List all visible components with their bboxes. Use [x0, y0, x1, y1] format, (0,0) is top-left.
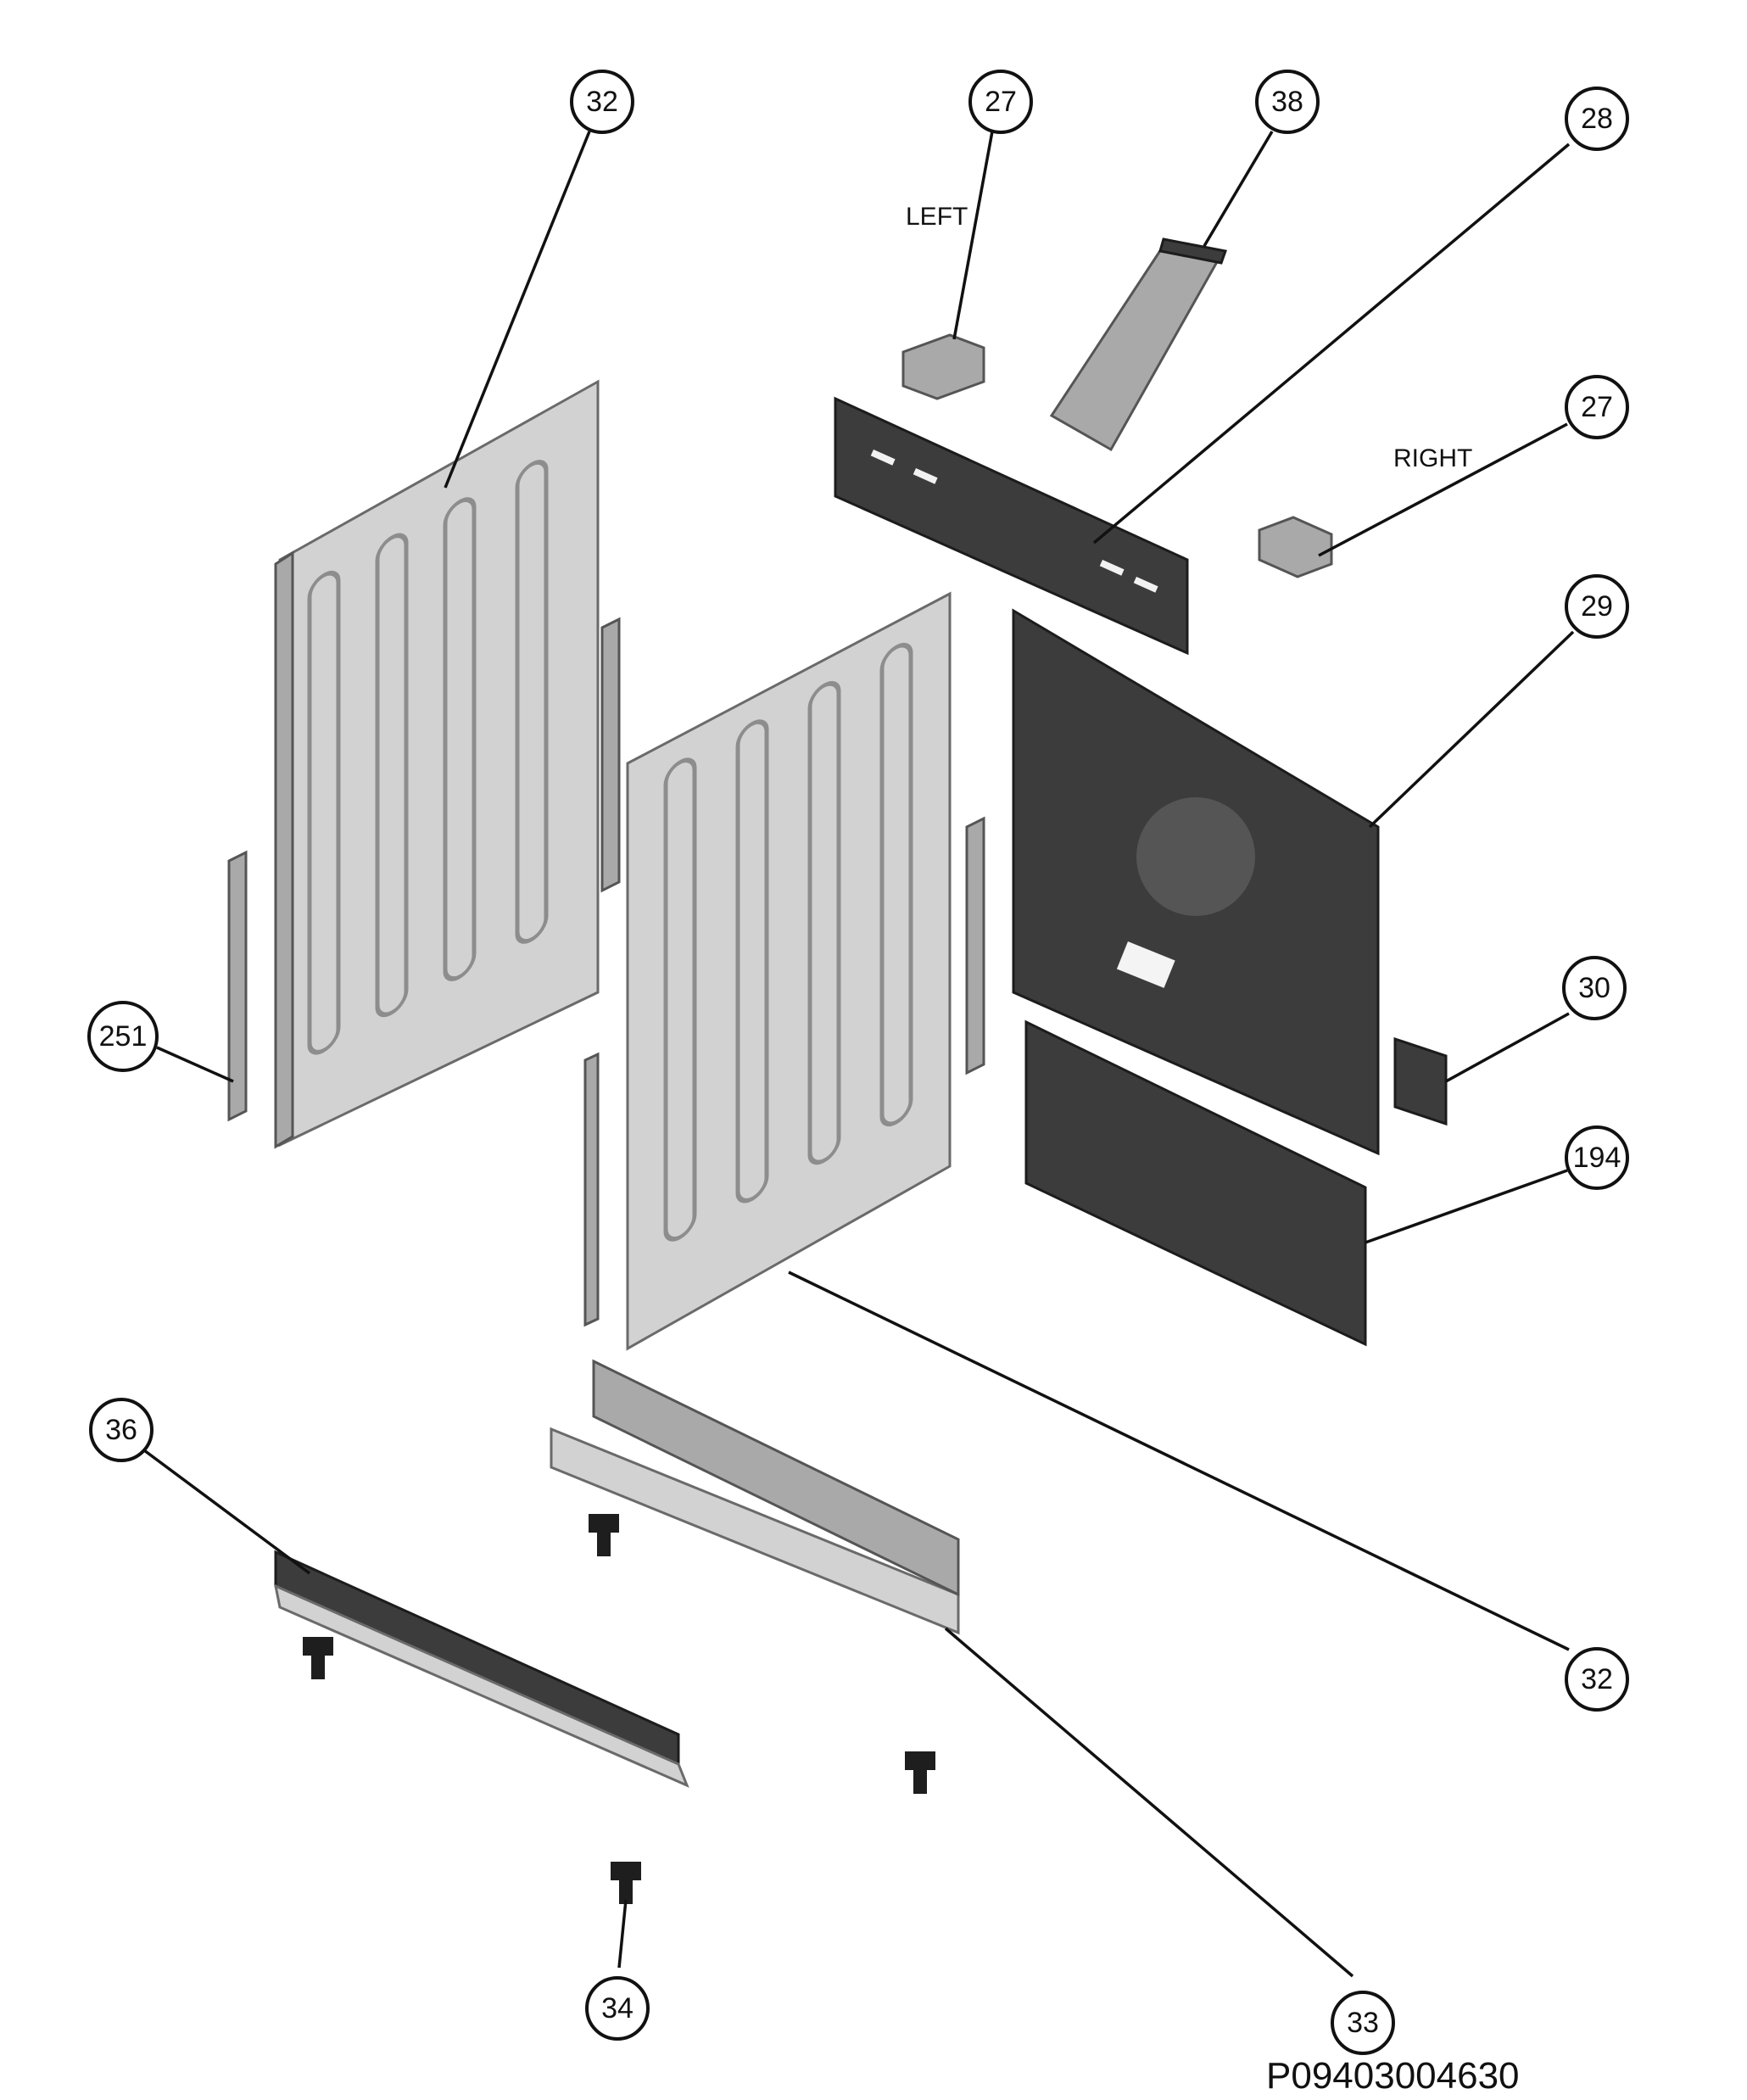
- control-board: [1393, 1036, 1448, 1126]
- callout-29: 29: [1565, 574, 1629, 639]
- callout-32-top: 32: [570, 70, 634, 134]
- callout-label: 32: [1581, 1663, 1613, 1695]
- callout-label: 29: [1581, 590, 1613, 623]
- top-rear-bracket: [834, 396, 1189, 656]
- left-top-bracket: [901, 333, 985, 400]
- callout-33: 33: [1331, 1991, 1395, 2055]
- callout-27-left: 27: [968, 70, 1033, 134]
- callout-label: 30: [1578, 972, 1610, 1004]
- callout-label: 33: [1347, 2007, 1379, 2039]
- callout-32-bottom: 32: [1565, 1647, 1629, 1712]
- middle-panel-side-strips: [583, 816, 985, 1327]
- rear-base-rail: [273, 1550, 689, 1788]
- callout-label: 27: [1581, 391, 1613, 423]
- callout-194: 194: [1565, 1125, 1629, 1190]
- drawing-code: P09403004630: [1266, 2055, 1520, 2097]
- left-panel-rear-strip: [600, 617, 621, 893]
- left-trim-strip: [227, 850, 248, 1122]
- leader-lines: [142, 131, 1575, 1978]
- callout-38: 38: [1255, 70, 1320, 134]
- callout-34: 34: [585, 1976, 650, 2041]
- middle-side-panel: [626, 591, 952, 1351]
- callout-label: 36: [105, 1414, 137, 1446]
- callout-label: 28: [1581, 103, 1613, 135]
- note-right: RIGHT: [1393, 444, 1472, 472]
- rear-panel: [1012, 608, 1380, 1156]
- left-side-panel: [274, 379, 600, 1149]
- note-left: LEFT: [906, 203, 968, 231]
- callout-28: 28: [1565, 87, 1629, 151]
- callout-label: 251: [99, 1020, 148, 1053]
- callout-36: 36: [89, 1398, 153, 1462]
- top-cover-plate: [1049, 237, 1228, 452]
- right-top-bracket: [1258, 516, 1333, 578]
- callout-30: 30: [1562, 956, 1627, 1020]
- lower-rear-panel: [1024, 1019, 1367, 1347]
- front-base-rail: [550, 1359, 960, 1635]
- adjustable-feet: [303, 1514, 935, 1904]
- callout-label: 34: [601, 1992, 633, 2025]
- callout-label: 38: [1271, 86, 1303, 118]
- callout-251: 251: [87, 1001, 159, 1072]
- callout-label: 194: [1573, 1142, 1621, 1174]
- callout-label: 32: [586, 86, 618, 118]
- callout-27-right: 27: [1565, 375, 1629, 439]
- callout-label: 27: [985, 86, 1017, 118]
